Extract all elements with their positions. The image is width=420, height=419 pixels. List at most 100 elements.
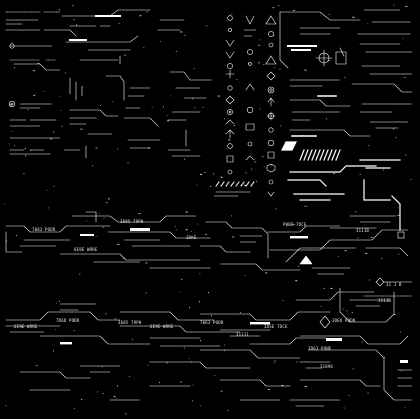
scatter-dot: [328, 60, 331, 61]
arrow-up-icon: [267, 97, 275, 107]
scatter-dot: [224, 118, 225, 120]
scatter-dot: [397, 214, 400, 216]
scatter-dot: [184, 34, 186, 36]
scatter-dot: [179, 291, 181, 293]
scatter-dot: [393, 314, 396, 315]
scatter-dot: [295, 280, 298, 282]
code-label: P0BE 7DCE: [283, 222, 307, 227]
scatter-dot: [199, 340, 201, 341]
scatter-dot: [258, 62, 260, 64]
scatter-dot: [56, 302, 58, 304]
scatter-dot: [61, 125, 63, 127]
scatter-dot: [244, 275, 246, 276]
code-label: 6E9E WRRE: [14, 324, 38, 329]
scatter-dot: [398, 253, 400, 255]
scatter-dot: [132, 338, 133, 340]
scatter-dot: [393, 4, 395, 6]
scatter-dot: [188, 358, 190, 360]
scatter-dot: [80, 128, 83, 130]
top-left-header-bars: [5, 9, 151, 71]
circle-target-icon: [267, 139, 275, 147]
square-icon: [267, 151, 275, 159]
scatter-dot: [282, 300, 284, 302]
scatter-dot: [167, 115, 169, 116]
scatter-dot: [14, 67, 15, 69]
scatter-dot: [27, 109, 29, 111]
code-label: 31 1 B: [386, 282, 402, 287]
scatter-dot: [367, 392, 369, 394]
scatter-dot: [259, 108, 261, 110]
scatter-dot: [143, 47, 145, 48]
scatter-dot: [273, 35, 275, 37]
scatter-dot: [333, 173, 336, 174]
scatter-dot: [98, 212, 100, 214]
code-label: 3111B: [356, 228, 370, 233]
scatter-dot: [14, 145, 15, 146]
scatter-dot: [73, 408, 75, 409]
scatter-dot: [58, 9, 60, 11]
scatter-dot: [393, 128, 395, 130]
scatter-dot: [139, 15, 142, 17]
scatter-dot: [192, 400, 193, 402]
scatter-dot: [304, 205, 306, 207]
code-label: 7083 PODR: [32, 227, 56, 232]
scatter-dot: [202, 106, 204, 108]
scatter-dot: [248, 62, 250, 64]
code-label: 7D6D PODR: [56, 318, 80, 323]
scatter-dot: [256, 180, 258, 182]
scatter-dot: [236, 79, 238, 80]
scatter-dot: [158, 382, 160, 384]
scatter-dot: [211, 315, 212, 316]
scatter-dot: [209, 186, 211, 187]
scatter-dot: [30, 149, 32, 151]
scatter-dot: [74, 319, 75, 321]
scatter-dot: [6, 240, 7, 242]
middle-band: [5, 211, 409, 275]
scatter-dot: [348, 395, 350, 396]
scatter-dot: [108, 198, 110, 200]
scatter-dot: [32, 70, 35, 72]
scatter-dot: [254, 161, 257, 163]
scatter-dot: [239, 312, 241, 314]
scatter-dot: [232, 236, 235, 238]
scatter-dot: [59, 95, 61, 97]
scatter-dot: [361, 341, 363, 343]
scatter-dot: [129, 376, 131, 378]
scatter-dot: [151, 106, 153, 108]
scatter-dot: [370, 237, 373, 238]
scatter-dot: [124, 413, 127, 415]
scatter-dot: [16, 235, 17, 236]
scatter-dot: [73, 19, 76, 21]
scatter-dot: [102, 226, 104, 228]
scatter-dot: [35, 365, 38, 367]
scatter-dot: [351, 311, 353, 313]
scatter-dot: [191, 361, 192, 363]
left-widgets: [8, 19, 213, 159]
scatter-dot: [72, 5, 74, 7]
scatter-dot: [118, 23, 120, 24]
triangle-warning-icon: [265, 55, 277, 65]
scatter-dot: [298, 266, 299, 267]
scatter-dot: [145, 292, 147, 294]
scatter-dot: [166, 362, 168, 364]
scatter-dot: [55, 329, 57, 331]
diamond-icon: [319, 315, 331, 329]
scatter-dot: [53, 131, 55, 133]
scatter-dot: [369, 279, 371, 281]
scatter-dot: [53, 186, 55, 187]
scatter-dot: [405, 6, 408, 7]
scatter-dot: [105, 313, 108, 315]
code-label: 3685 79PH: [118, 320, 142, 325]
scatter-dots: [4, 4, 412, 415]
scatter-dot: [200, 174, 202, 175]
scatter-dot: [105, 202, 108, 203]
scatter-dot: [323, 288, 325, 289]
scatter-dot: [184, 158, 186, 160]
scatter-dot: [5, 405, 7, 407]
scatter-dot: [115, 397, 117, 399]
scatter-dot: [146, 11, 148, 13]
scatter-dot: [326, 118, 328, 120]
scatter-dot: [199, 405, 201, 407]
scatter-dot: [344, 77, 346, 78]
scatter-dot: [231, 215, 233, 217]
